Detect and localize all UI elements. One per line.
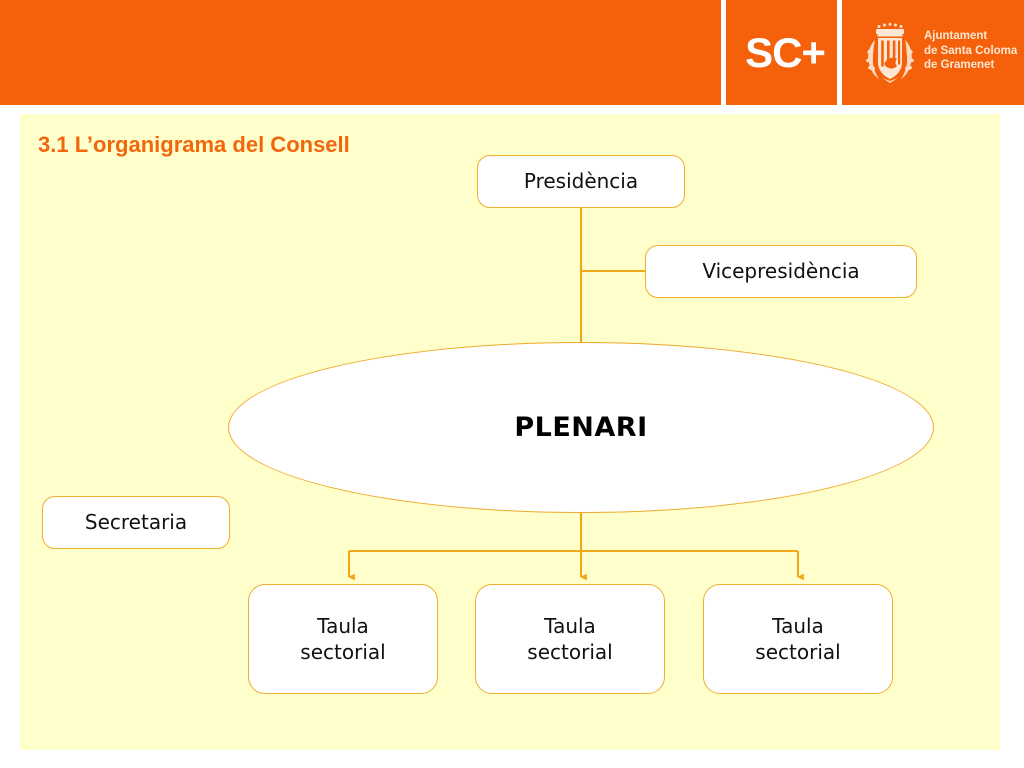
node-taula-sectorial-2[interactable]: Taula sectorial xyxy=(475,584,665,694)
node-presidencia[interactable]: Presidència xyxy=(477,155,685,208)
node-taula-sectorial-3[interactable]: Taula sectorial xyxy=(703,584,893,694)
node-secretaria[interactable]: Secretaria xyxy=(42,496,230,549)
header-divider-right xyxy=(837,0,842,105)
page-title: 3.1 L’organigrama del Consell xyxy=(38,132,350,157)
node-vicepresidencia[interactable]: Vicepresidència xyxy=(645,245,917,298)
ajuntament-logo: Ajuntament de Santa Coloma de Gramenet xyxy=(862,20,1017,86)
node-plenari[interactable]: PLENARI xyxy=(228,342,934,513)
institution-name: Ajuntament de Santa Coloma de Gramenet xyxy=(924,30,1018,71)
slide-content-panel: 3.1 L’organigrama del Consell Presidènci… xyxy=(20,114,1000,750)
sc-plus-logo-icon: SC+ xyxy=(745,29,826,76)
santa-coloma-coat-of-arms-icon xyxy=(865,22,915,83)
header-bar: SC+ xyxy=(0,0,1024,105)
header-divider-left xyxy=(721,0,726,105)
node-taula-sectorial-1[interactable]: Taula sectorial xyxy=(248,584,438,694)
